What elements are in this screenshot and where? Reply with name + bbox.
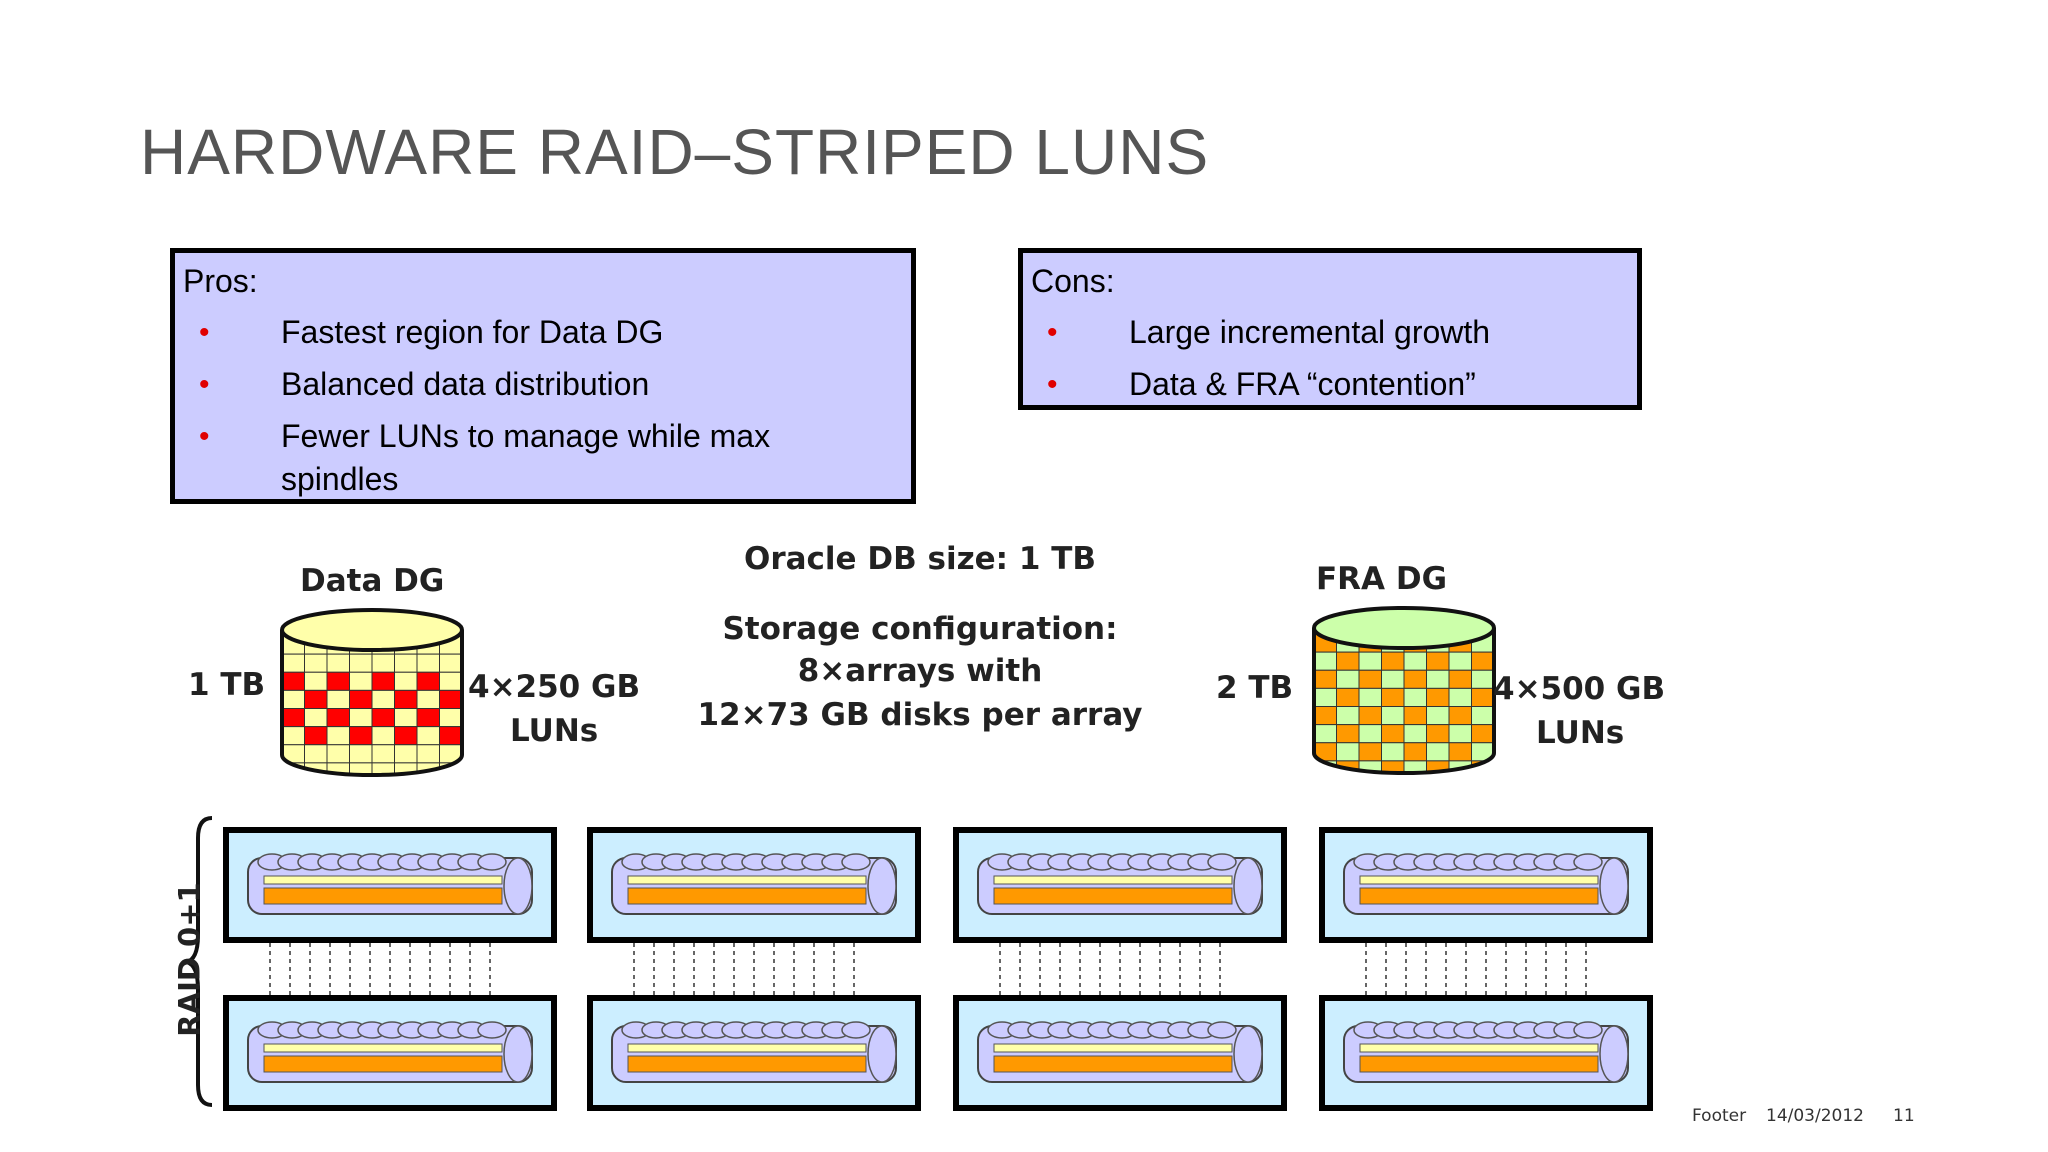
slide-title: HARDWARE RAID–STRIPED LUNS bbox=[140, 116, 1210, 188]
storage-config-line2: 8×arrays with bbox=[797, 653, 1043, 689]
storage-config-line1: Storage configuration: bbox=[722, 611, 1118, 647]
mirror-connectors bbox=[1365, 943, 1587, 995]
db-size-label: Oracle DB size: 1 TB bbox=[743, 541, 1096, 577]
pros-item: •Balanced data distribution bbox=[175, 363, 911, 406]
mirror-connectors bbox=[269, 943, 491, 995]
data-dg-cylinder-icon bbox=[280, 608, 464, 777]
mirror-connectors bbox=[999, 943, 1221, 995]
pros-box: Pros: •Fastest region for Data DG •Balan… bbox=[170, 248, 916, 504]
bullet-icon: • bbox=[1047, 368, 1058, 401]
disk-array bbox=[1319, 995, 1653, 1111]
page-number: 11 bbox=[1893, 1106, 1915, 1126]
disk-arrays bbox=[223, 827, 1653, 1111]
fra-dg-size: 2 TB bbox=[1216, 670, 1294, 706]
cons-item: •Large incremental growth bbox=[1023, 311, 1637, 354]
fra-dg-label: FRA DG bbox=[1316, 561, 1448, 597]
pros-heading: Pros: bbox=[183, 263, 258, 299]
fra-dg-cylinder-icon bbox=[1312, 606, 1496, 775]
raid-brace-icon bbox=[185, 816, 213, 1107]
pros-item: •Fastest region for Data DG bbox=[175, 311, 911, 354]
cons-list: •Large incremental growth •Data & FRA “c… bbox=[1023, 311, 1637, 415]
disk-array bbox=[223, 995, 557, 1111]
data-dg-size: 1 TB bbox=[188, 667, 266, 703]
bullet-icon: • bbox=[1047, 316, 1058, 349]
disk-array bbox=[223, 827, 557, 943]
fra-dg-luns-label: LUNs bbox=[1536, 715, 1625, 751]
fra-dg-luns-count: 4×500 GB bbox=[1493, 671, 1666, 707]
disk-array bbox=[1319, 827, 1653, 943]
cons-box: Cons: •Large incremental growth •Data & … bbox=[1018, 248, 1642, 410]
raid-label: RAID 0+1 bbox=[172, 882, 207, 1037]
disk-array bbox=[953, 995, 1287, 1111]
storage-config-line3: 12×73 GB disks per array bbox=[697, 697, 1143, 733]
bullet-icon: • bbox=[199, 420, 210, 453]
mirror-connectors bbox=[633, 943, 855, 995]
cons-heading: Cons: bbox=[1031, 263, 1115, 299]
disk-array bbox=[953, 827, 1287, 943]
cons-item: •Data & FRA “contention” bbox=[1023, 363, 1637, 406]
footer-text: Footer bbox=[1692, 1106, 1747, 1126]
data-dg-label: Data DG bbox=[300, 563, 445, 599]
pros-list: •Fastest region for Data DG •Balanced da… bbox=[175, 311, 911, 510]
disk-array bbox=[587, 995, 921, 1111]
data-dg-luns-count: 4×250 GB bbox=[468, 669, 641, 705]
bullet-icon: • bbox=[199, 368, 210, 401]
data-dg-luns-label: LUNs bbox=[510, 713, 599, 749]
footer-date: 14/03/2012 bbox=[1766, 1106, 1864, 1126]
disk-array bbox=[587, 827, 921, 943]
pros-item: •Fewer LUNs to manage while max spindles bbox=[175, 415, 911, 501]
bullet-icon: • bbox=[199, 316, 210, 349]
